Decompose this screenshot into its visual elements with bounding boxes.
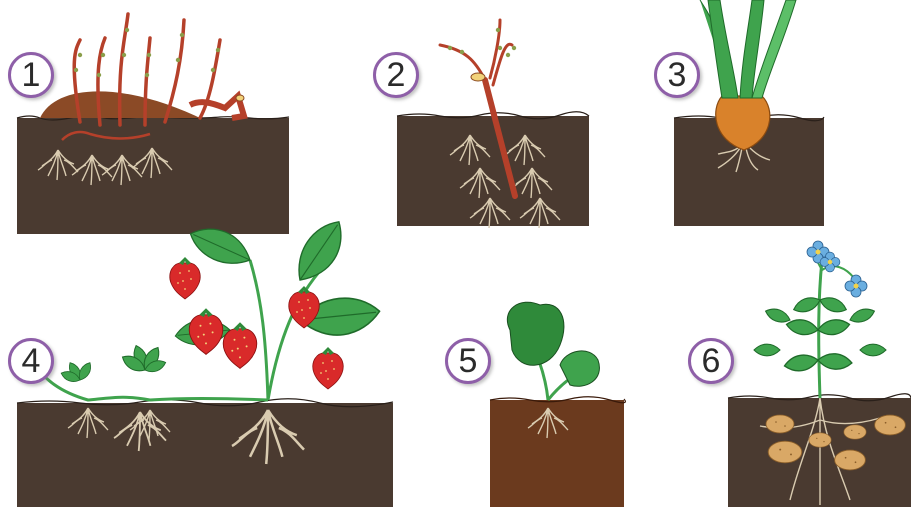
panel-number-badge: 4 <box>8 338 54 384</box>
panel-number-badge: 6 <box>688 338 734 384</box>
panel-3-illustration <box>674 0 824 226</box>
panel-6-illustration <box>728 241 911 507</box>
panel-2-illustration <box>397 20 589 228</box>
panel-5-illustration <box>490 302 625 507</box>
panel-number: 6 <box>702 342 721 381</box>
panel-number: 3 <box>668 56 687 95</box>
panel-number-badge: 5 <box>445 338 491 384</box>
panel-number: 2 <box>387 56 406 95</box>
panel-1-illustration <box>17 14 289 234</box>
panel-number-badge: 2 <box>373 52 419 98</box>
panel-4-illustration <box>17 214 393 507</box>
panel-number: 5 <box>459 342 478 381</box>
panel-number-badge: 3 <box>654 52 700 98</box>
panel-number: 1 <box>22 56 41 95</box>
panel-number-badge: 1 <box>8 52 54 98</box>
panel-number: 4 <box>22 342 41 381</box>
